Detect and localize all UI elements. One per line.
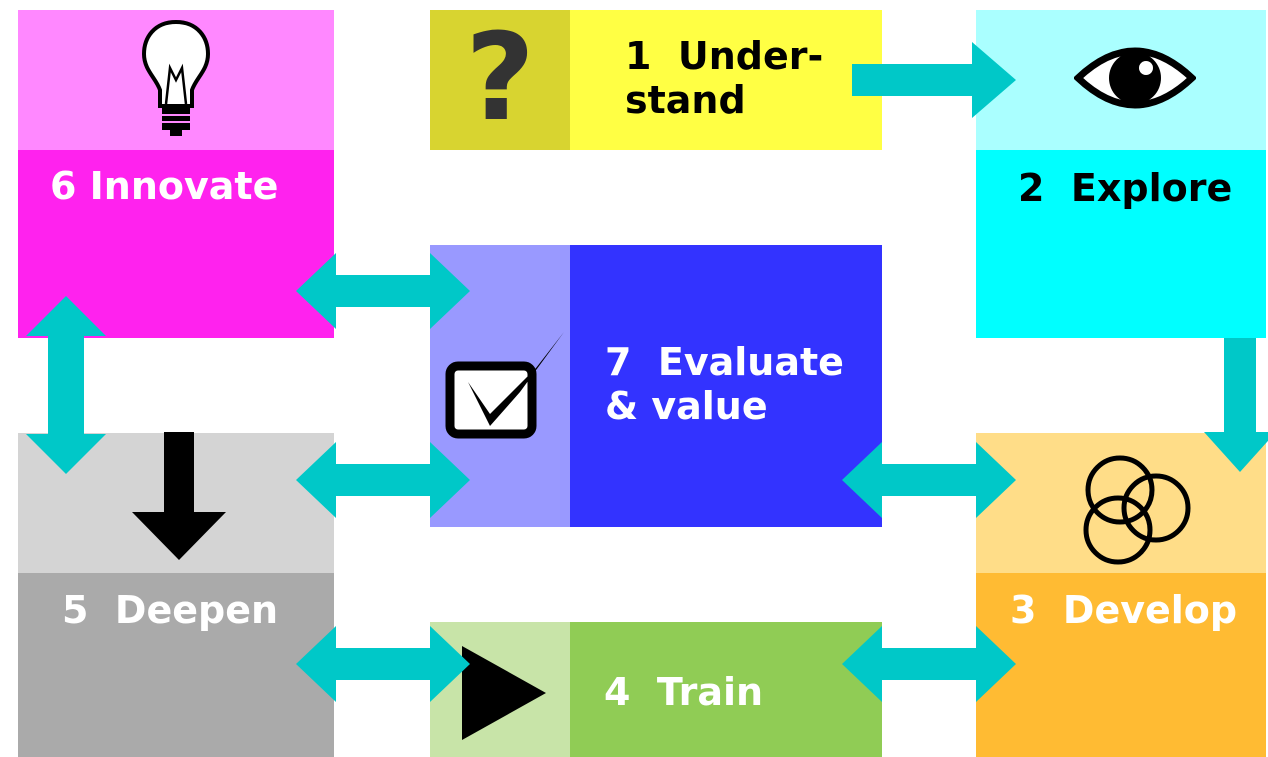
- arrow-deepen-train: [296, 626, 470, 702]
- arrow-innovate-evaluate: [296, 253, 470, 329]
- explore-label-panel: [976, 150, 1266, 338]
- arrow-deepen-evaluate: [296, 442, 470, 518]
- play-triangle-icon: [462, 646, 546, 740]
- understand-label-panel: [570, 10, 882, 150]
- innovate-label: 6 Innovate: [50, 164, 279, 208]
- understand-icon-panel: [430, 10, 570, 150]
- checkbox-check-icon: [445, 332, 564, 439]
- arrow-innovate-deepen: [26, 296, 106, 474]
- down-arrow-icon: [132, 432, 226, 560]
- lightbulb-icon: [141, 19, 211, 136]
- develop-label: 3 Develop: [1010, 588, 1238, 632]
- arrow-understand-to-explore: [852, 42, 1016, 118]
- eye-icon: [1074, 47, 1196, 109]
- overlapping-circles-icon: [1083, 455, 1191, 565]
- train-label-panel: [570, 622, 882, 757]
- deepen-label: 5 Deepen: [62, 588, 279, 632]
- arrow-train-develop: [842, 626, 1016, 702]
- arrow-explore-to-develop: [1204, 338, 1268, 472]
- deepen-label-panel: [18, 573, 334, 757]
- understand-label: 1 Under- stand: [625, 34, 824, 122]
- evaluate-label-panel: [570, 245, 882, 527]
- arrow-evaluate-develop: [842, 442, 1016, 518]
- question-mark-icon: ?: [465, 9, 535, 148]
- train-label: 4 Train: [604, 670, 764, 714]
- explore-label: 2 Explore: [1018, 166, 1233, 210]
- evaluate-label: 7 Evaluate & value: [605, 340, 844, 428]
- develop-label-panel: [976, 573, 1266, 757]
